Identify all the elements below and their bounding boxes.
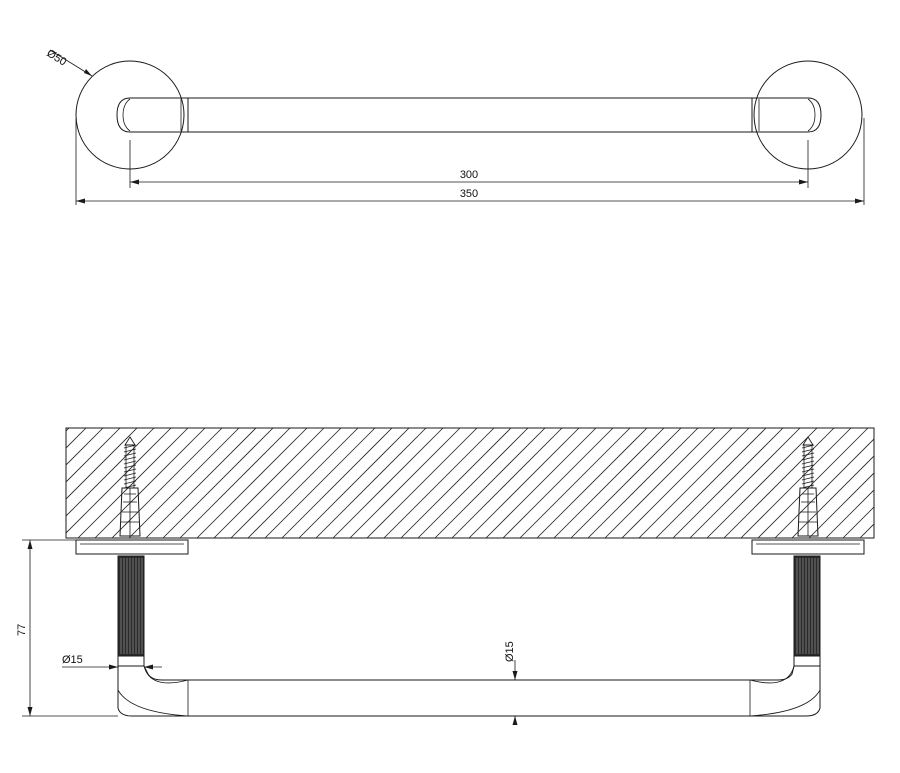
- wall-hatch-line: [468, 428, 580, 538]
- wall-hatch-line: [808, 472, 874, 538]
- diameter-leader: [49, 49, 93, 77]
- wall-hatch-line: [723, 428, 835, 538]
- height-dimension: [22, 539, 118, 717]
- wall-hatch-line: [332, 428, 444, 538]
- wall-hatch-line: [485, 428, 597, 538]
- wall-hatch-line: [417, 428, 529, 538]
- side-view: 77 Ø15 Ø15: [0, 427, 900, 725]
- wall-hatch-line: [519, 428, 631, 538]
- wall-hatch-line: [66, 428, 172, 534]
- post-diameter-label: Ø15: [62, 654, 83, 666]
- wall-hatch-line: [400, 428, 512, 538]
- wall-section: [0, 427, 900, 540]
- wall-hatch-line: [638, 428, 750, 538]
- right-wall-anchor: [797, 436, 819, 537]
- towel-bar-top: [116, 97, 822, 133]
- wall-hatch-line: [672, 428, 784, 538]
- wall-hatch-line: [859, 523, 874, 538]
- wall-hatch-line: [604, 428, 716, 538]
- height-label: 77: [16, 624, 28, 636]
- wall-hatch-line: [179, 428, 291, 538]
- wall-hatch-line: [0, 428, 52, 540]
- wall-hatch-line: [66, 428, 87, 449]
- wall-hatch-line: [77, 428, 189, 538]
- top-view: Ø50 300 350: [44, 47, 865, 205]
- wall-hatch-line: [383, 428, 495, 538]
- wall-hatch-line: [196, 428, 308, 538]
- wall-hatch-line: [264, 428, 376, 538]
- rosette-diameter-label: Ø50: [44, 47, 68, 68]
- dimension-300: [130, 179, 808, 185]
- wall-hatch-line: [587, 428, 699, 538]
- wall-hatch-line: [825, 489, 874, 538]
- wall-hatch-line: [366, 428, 478, 538]
- wall-hatch-line: [315, 428, 427, 538]
- outer-length-label: 350: [460, 188, 478, 200]
- towel-bar-side: [117, 665, 821, 717]
- wall-hatch-line: [842, 506, 874, 538]
- dimension-350: [76, 198, 864, 204]
- wall-hatch-line: [706, 428, 818, 538]
- wall-hatch-line: [298, 428, 410, 538]
- wall-hatch-line: [230, 428, 342, 538]
- wall-hatch-line: [621, 428, 733, 538]
- wall-hatch-line: [281, 428, 393, 538]
- wall-hatch-line: [66, 428, 121, 483]
- wall-hatch-line: [570, 428, 682, 538]
- wall-hatch-line: [213, 428, 325, 538]
- wall-hatch-line: [451, 428, 563, 538]
- left-wall-anchor: [119, 436, 141, 537]
- bar-diameter-label: Ø15: [504, 641, 516, 662]
- post-diameter-dimension: [62, 664, 162, 670]
- left-rosette-side: [75, 539, 189, 555]
- wall-hatch-line: [111, 428, 223, 538]
- wall-hatch-line: [774, 438, 874, 538]
- wall-hatch-line: [791, 455, 874, 538]
- left-post: [117, 555, 145, 667]
- wall-hatch-line: [689, 428, 801, 538]
- wall-hatch-line: [502, 428, 614, 538]
- wall-hatch-line: [128, 428, 240, 538]
- wall-hatch-line: [536, 428, 648, 538]
- wall-hatch-line: [349, 428, 461, 538]
- wall-hatch-line: [434, 428, 546, 538]
- wall-hatch-line: [875, 428, 900, 540]
- wall-hatch-line: [892, 428, 900, 540]
- wall-hatch-line: [66, 428, 138, 500]
- wall-hatch-line: [94, 428, 206, 538]
- right-post: [793, 555, 821, 667]
- bar-diameter-dimension: [512, 660, 518, 725]
- right-rosette-side: [751, 539, 865, 555]
- wall-hatch-line: [655, 428, 767, 538]
- wall-hatch-line: [66, 428, 155, 517]
- wall-hatch-line: [162, 428, 274, 538]
- inner-length-label: 300: [460, 169, 478, 181]
- wall-hatch-line: [66, 428, 104, 466]
- wall-hatch-line: [740, 428, 852, 538]
- wall-hatch-line: [66, 428, 70, 432]
- wall-hatch-line: [145, 428, 257, 538]
- wall-hatch-line: [247, 428, 359, 538]
- wall-hatch-line: [553, 428, 665, 538]
